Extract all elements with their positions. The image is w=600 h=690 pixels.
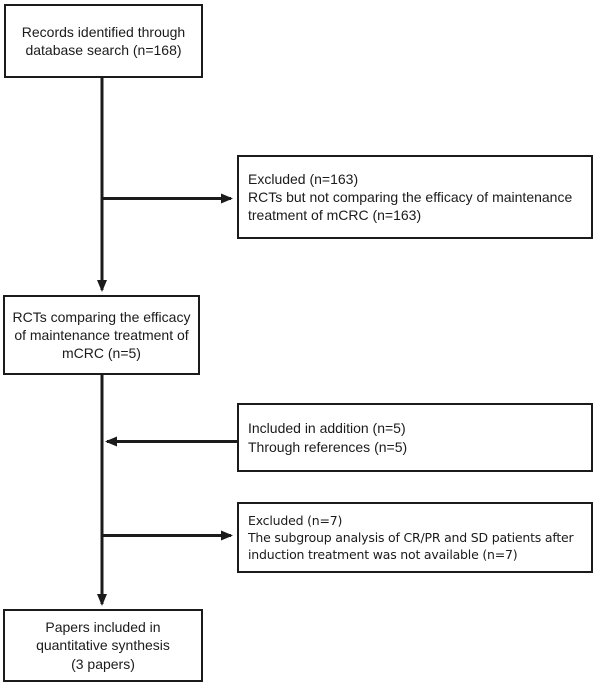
node-papers-included-label: Papers included in quantitative synthesi… — [36, 619, 170, 672]
node-papers-included: Papers included in quantitative synthesi… — [3, 609, 203, 682]
node-included-in-addition: Included in addition (n=5) Through refer… — [237, 403, 593, 472]
node-records-identified-label: Records identified through database sear… — [21, 23, 186, 58]
node-rcts-comparing: RCTs comparing the efficacy of maintenan… — [3, 295, 200, 375]
node-excluded-7-label: Excluded (n=7) The subgroup analysis of … — [248, 512, 574, 563]
node-excluded-163-label: Excluded (n=163) RCTs but not comparing … — [248, 170, 573, 224]
node-excluded-163: Excluded (n=163) RCTs but not comparing … — [237, 155, 593, 239]
node-included-in-addition-label: Included in addition (n=5) Through refer… — [248, 420, 408, 455]
node-rcts-comparing-label: RCTs comparing the efficacy of maintenan… — [12, 308, 191, 362]
node-excluded-7: Excluded (n=7) The subgroup analysis of … — [237, 502, 593, 573]
node-records-identified: Records identified through database sear… — [4, 4, 203, 78]
